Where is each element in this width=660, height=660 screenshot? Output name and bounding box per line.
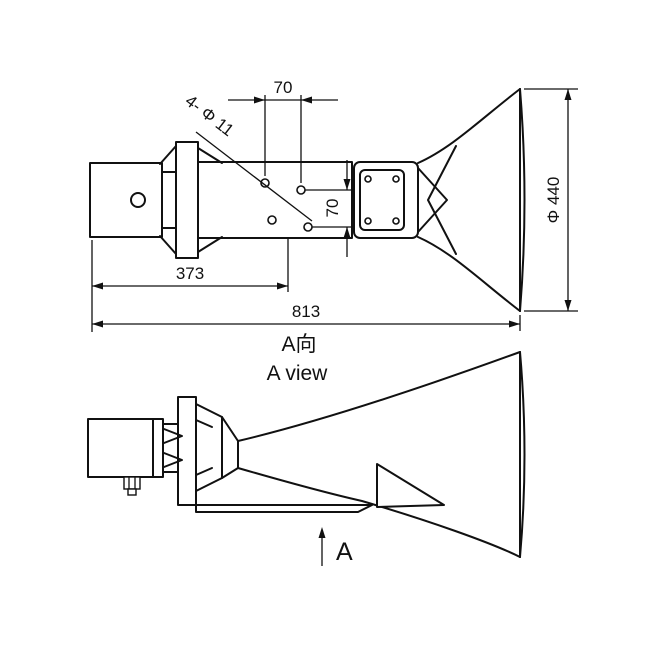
- reflector-inner-v: [417, 167, 448, 233]
- bell-top-profile: [237, 351, 521, 442]
- cone-frustum-1: [195, 403, 223, 492]
- view-label-en: A view: [267, 362, 329, 385]
- dim-mouth-diameter: Φ 440: [544, 177, 563, 224]
- dim373-extension-lines: [91, 237, 289, 332]
- dia440-arrow-top: [564, 89, 572, 100]
- driver-bolt: [392, 175, 400, 183]
- driver-bolt: [364, 175, 372, 183]
- dia440-extension-lines: [524, 88, 578, 312]
- dim-70-horizontal: 70: [274, 78, 293, 97]
- mount-hole-4: [303, 222, 313, 232]
- dim-373: 373: [176, 264, 204, 283]
- dim813-arrow-right: [509, 320, 520, 328]
- mouth-rim-arc: [519, 88, 526, 312]
- flare-top-profile: [417, 88, 521, 164]
- mount-hole-3: [267, 215, 277, 225]
- deflector-wedge: [376, 463, 445, 508]
- driver-housing-outer: [353, 161, 419, 239]
- flange-tab-right: [197, 147, 223, 253]
- dim373-arrow-left: [92, 282, 103, 290]
- cone-inner-lines: [195, 419, 213, 476]
- rear-box-side: [87, 418, 164, 478]
- side-view: A: [87, 351, 526, 566]
- driver-housing-inner: [359, 169, 405, 231]
- rear-box-outline: [89, 162, 163, 238]
- holes-callout-label: 4- Φ 11: [182, 91, 238, 140]
- dim70v-arrow-bottom: [343, 227, 351, 238]
- dim813-arrow-left: [92, 320, 103, 328]
- mount-hole-1: [260, 178, 270, 188]
- shaft-lines-side: [162, 423, 179, 473]
- bolt-facets: [128, 477, 136, 489]
- dim-813: 813: [292, 302, 320, 321]
- horn-body: [197, 161, 353, 239]
- flare-bottom-profile: [417, 236, 521, 312]
- dim70h-arrow-left: [254, 96, 265, 104]
- reflector-outer-v: [427, 145, 457, 255]
- top-view: [89, 88, 526, 312]
- shaft-lines: [161, 171, 177, 229]
- dimensions: 70 4- Φ 11 70 Φ 440 373 813: [91, 78, 578, 332]
- holes-leader-line: [195, 131, 313, 222]
- flange-plate-side: [177, 396, 197, 506]
- section-arrow-label: A: [336, 538, 353, 566]
- section-arrow-head: [318, 527, 326, 538]
- dim70v-arrow-top: [343, 179, 351, 190]
- view-label-cn: A向: [281, 333, 316, 356]
- bell-bottom-profile: [237, 467, 521, 558]
- cone-frustum-2: [221, 416, 239, 479]
- rear-box-hole: [130, 192, 146, 208]
- bolt-tip: [127, 488, 137, 496]
- dia440-arrow-bottom: [564, 300, 572, 311]
- view-labels: A向 A view: [267, 333, 329, 385]
- bolt-body: [123, 476, 141, 490]
- dim-70-vertical: 70: [323, 199, 342, 218]
- flange-spikes-left: [163, 428, 183, 468]
- dim70h-arrow-right: [301, 96, 312, 104]
- driver-bolt: [364, 217, 372, 225]
- mouth-rim-arc-side: [519, 351, 526, 558]
- dim70h-extension-lines: [264, 95, 302, 183]
- dim373-arrow-right: [277, 282, 288, 290]
- mounting-bracket: [195, 504, 373, 513]
- driver-bolt: [392, 217, 400, 225]
- flange-plate: [175, 141, 199, 259]
- mount-hole-2: [296, 185, 306, 195]
- flange-tab-left: [159, 145, 177, 255]
